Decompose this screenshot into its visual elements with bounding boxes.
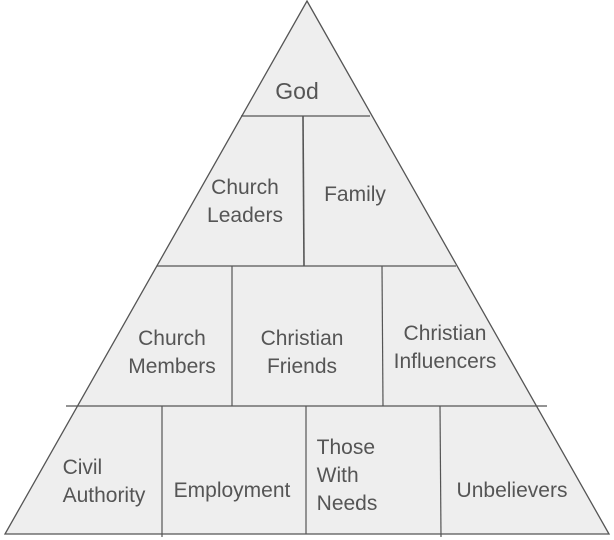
cell-label: Needs bbox=[316, 492, 378, 515]
cell-label: Church bbox=[138, 327, 206, 350]
cell-church-leaders: Church Leaders bbox=[207, 174, 283, 230]
cell-family: Family bbox=[324, 181, 386, 209]
cell-divider bbox=[302, 115, 305, 267]
cell-label: Members bbox=[128, 355, 216, 378]
pyramid-outline bbox=[3, 0, 611, 535]
cell-christian-friends: Christian Friends bbox=[261, 325, 344, 381]
cell-label: With bbox=[316, 464, 359, 487]
cell-civil-authority: Civil Authority bbox=[63, 454, 146, 510]
cell-those-with-needs: Those With Needs bbox=[317, 434, 378, 518]
cell-label: Authority bbox=[62, 484, 146, 507]
cell-label: Christian bbox=[403, 322, 487, 345]
cell-god: God bbox=[275, 77, 318, 105]
cell-label: Those bbox=[316, 436, 376, 459]
cell-divider bbox=[381, 265, 384, 407]
cell-label: Church bbox=[211, 176, 279, 199]
cell-label: Family bbox=[324, 183, 386, 206]
cell-label: Civil bbox=[62, 456, 103, 479]
cell-christian-influencers: Christian Influencers bbox=[394, 320, 497, 376]
cell-church-members: Church Members bbox=[128, 325, 216, 381]
cell-label: Influencers bbox=[393, 350, 497, 373]
cell-unbelievers: Unbelievers bbox=[457, 477, 568, 505]
cell-divider bbox=[439, 405, 442, 538]
cell-label: God bbox=[275, 78, 319, 104]
cell-label: Leaders bbox=[207, 204, 283, 227]
cell-label: Christian bbox=[260, 327, 344, 350]
cell-employment: Employment bbox=[174, 477, 291, 505]
cell-label: Friends bbox=[266, 355, 338, 378]
cell-label: Unbelievers bbox=[456, 479, 568, 502]
cell-label: Employment bbox=[173, 479, 291, 502]
